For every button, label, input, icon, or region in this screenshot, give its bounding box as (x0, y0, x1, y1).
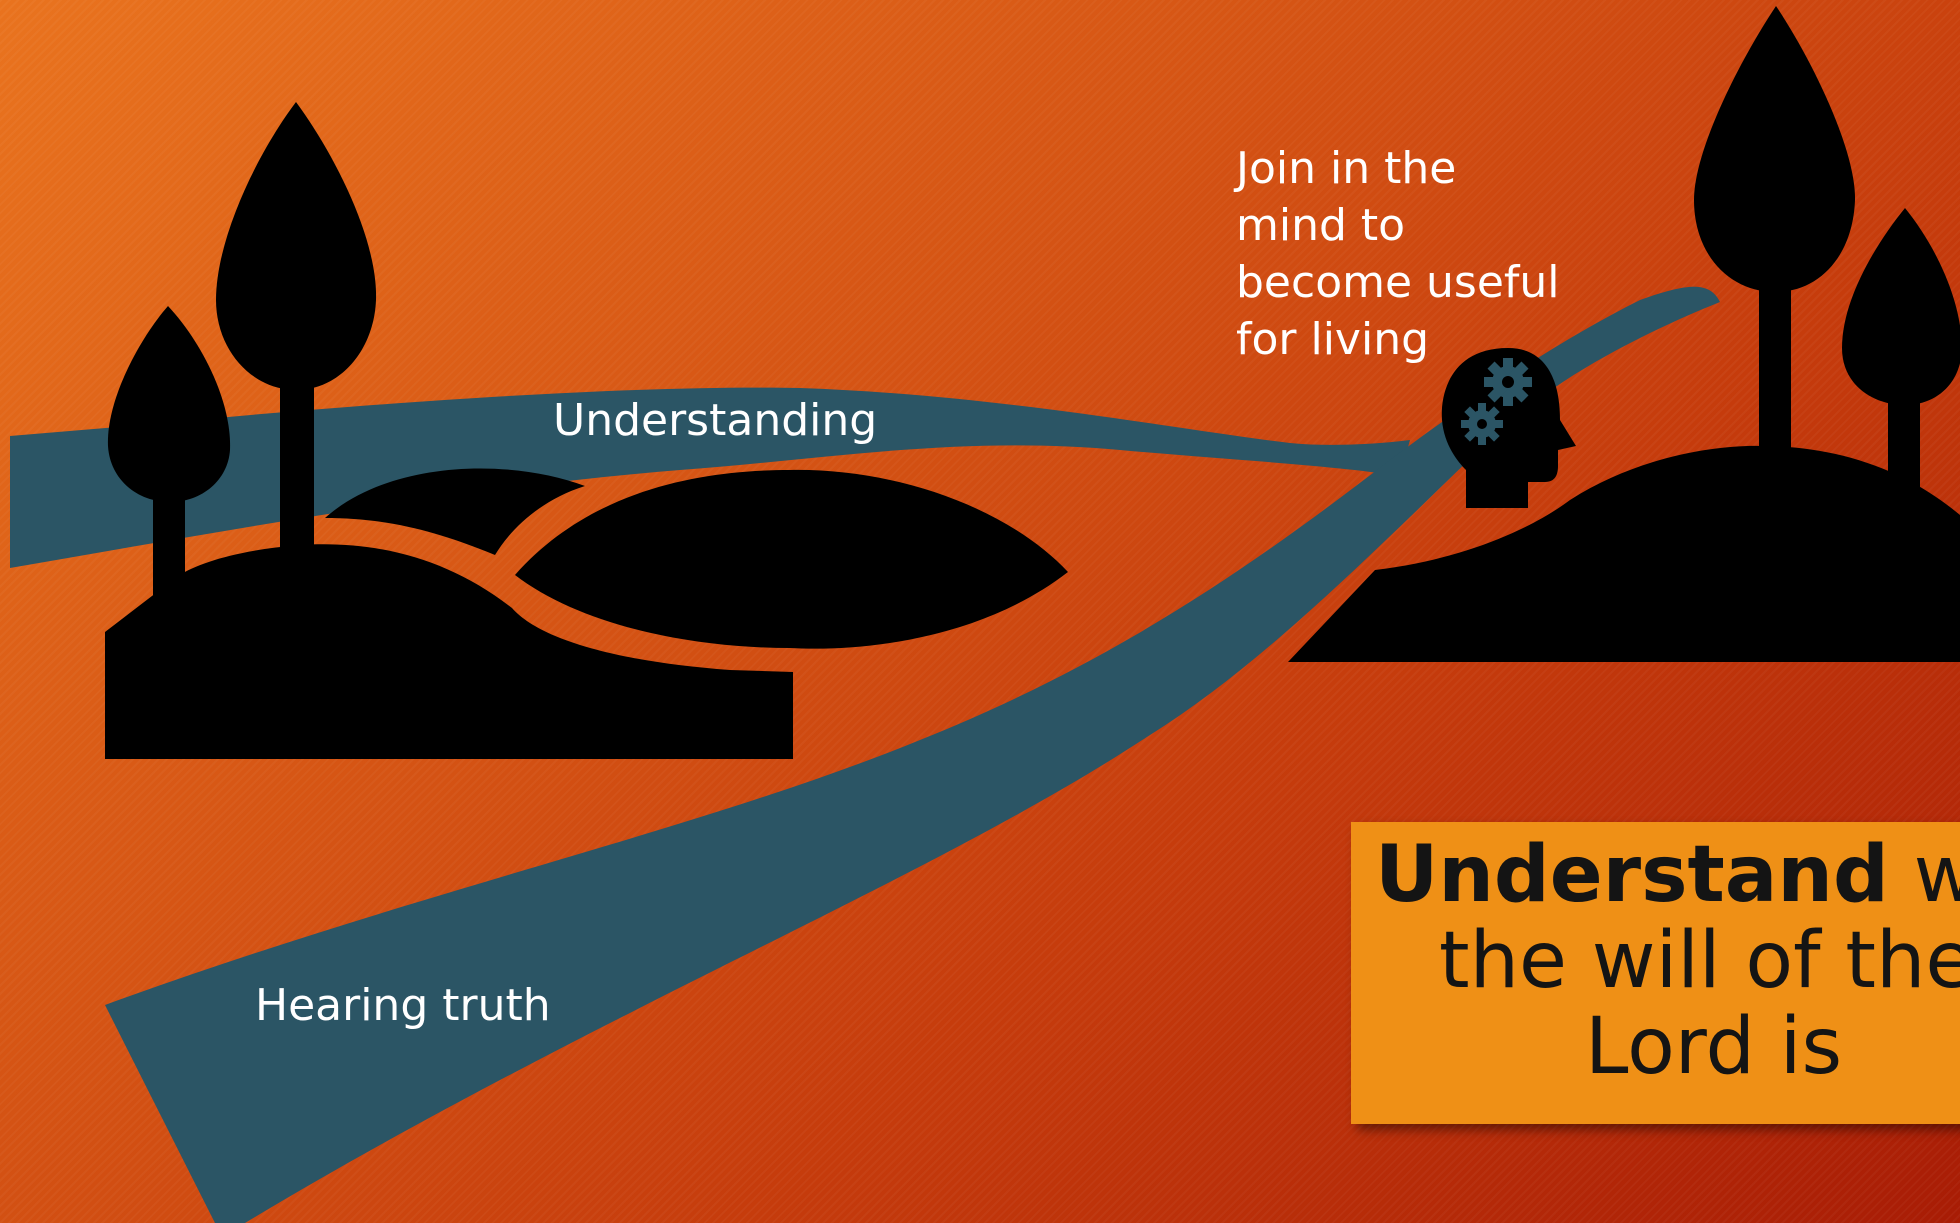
callout-box: Understand wh the will of the Lord is (1351, 822, 1960, 1124)
join-line-3: become useful (1236, 257, 1560, 308)
left-small-hill (325, 468, 585, 555)
callout-text: Understand wh the will of the Lord is (1375, 832, 1960, 1090)
label-understanding: Understanding (553, 395, 878, 446)
left-lens-hill (515, 469, 1068, 649)
join-line-4: for living (1236, 314, 1430, 365)
understanding-path (10, 387, 1410, 568)
right-hill (1288, 445, 1960, 662)
right-small-tree (1842, 208, 1960, 510)
right-tall-tree (1694, 6, 1856, 460)
callout-bold-word: Understand (1375, 830, 1889, 920)
left-small-tree (107, 306, 231, 595)
label-join-in-the-mind: Join in the mind to become useful for li… (1236, 140, 1560, 368)
join-line-1: Join in the (1236, 143, 1457, 194)
callout-line-2: the will of the (1439, 916, 1960, 1006)
left-tall-tree (216, 102, 377, 552)
join-line-2: mind to (1236, 200, 1406, 251)
callout-line-3: Lord is (1585, 1002, 1843, 1092)
left-big-hill (105, 544, 793, 759)
callout-line-1: Understand wh (1375, 832, 1960, 918)
head-with-gears-icon (1441, 348, 1576, 508)
label-hearing-truth: Hearing truth (255, 980, 551, 1031)
hearing-truth-path (105, 286, 1720, 1223)
callout-line-1-rest: wh (1913, 830, 1960, 920)
